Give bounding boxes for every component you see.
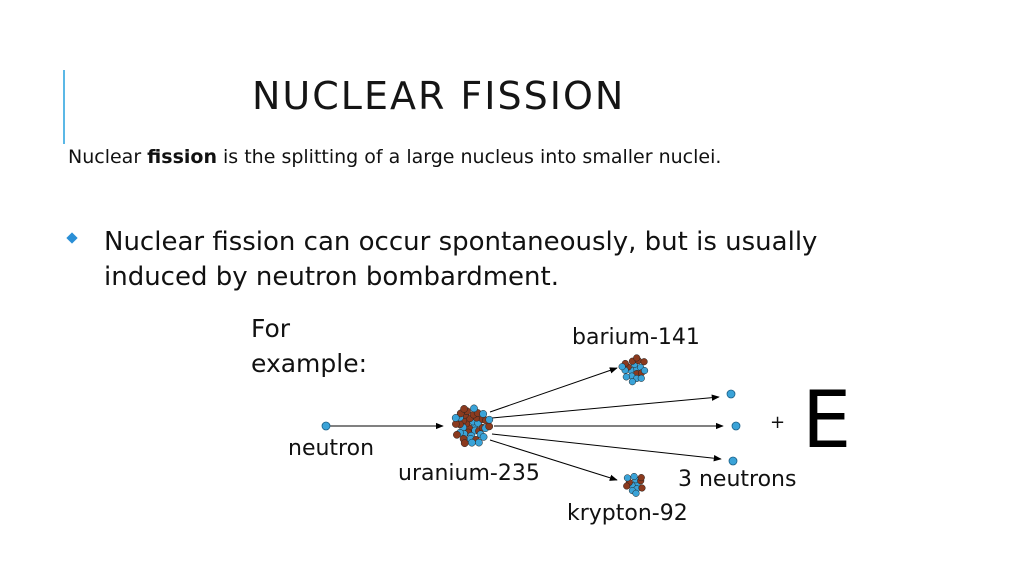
- barium-nucleus: [619, 355, 648, 385]
- uranium-nucleus: [452, 405, 493, 447]
- neutron-particle: [480, 410, 487, 417]
- proton-particle: [453, 431, 460, 438]
- product-neutron-3: [729, 457, 737, 465]
- proton-particle: [461, 440, 468, 447]
- neutron-particle: [624, 475, 631, 482]
- uranium-label: uranium-235: [398, 461, 540, 486]
- neutron-particle: [631, 473, 638, 480]
- energy-symbol: E: [802, 376, 851, 466]
- neutron-particle: [480, 433, 487, 440]
- neutron-particle: [475, 439, 482, 446]
- neutron-particle: [486, 416, 493, 423]
- neutron-particle: [452, 414, 459, 421]
- proton-particle: [461, 405, 468, 412]
- neutron-particle: [623, 374, 630, 381]
- product-neutron-2: [732, 422, 740, 430]
- proton-particle: [638, 474, 645, 481]
- neutron-particle: [629, 378, 636, 385]
- product-neutron-1: [727, 390, 735, 398]
- barium-label: barium-141: [572, 325, 700, 350]
- neutron-particle: [470, 405, 477, 412]
- krypton-label: krypton-92: [567, 501, 688, 526]
- proton-particle: [633, 355, 640, 362]
- incoming-neutron: [322, 422, 330, 430]
- proton-particle: [641, 358, 648, 365]
- neutron-particle: [638, 375, 645, 382]
- neutron-label: neutron: [288, 436, 374, 461]
- proton-particle: [486, 423, 493, 430]
- neutron-particle: [641, 367, 648, 374]
- plus-sign: +: [770, 412, 785, 433]
- neutrons-label: 3 neutrons: [678, 467, 796, 492]
- krypton-nucleus: [623, 473, 645, 496]
- neutron-particle: [468, 439, 475, 446]
- proton-particle: [623, 483, 630, 490]
- neutron-particle: [633, 490, 640, 497]
- neutron-particle: [619, 363, 626, 370]
- proton-particle: [639, 485, 646, 492]
- barium-arrow: [490, 368, 617, 412]
- neutron-arrow-3: [492, 434, 721, 459]
- neutron-arrow-1: [492, 397, 719, 418]
